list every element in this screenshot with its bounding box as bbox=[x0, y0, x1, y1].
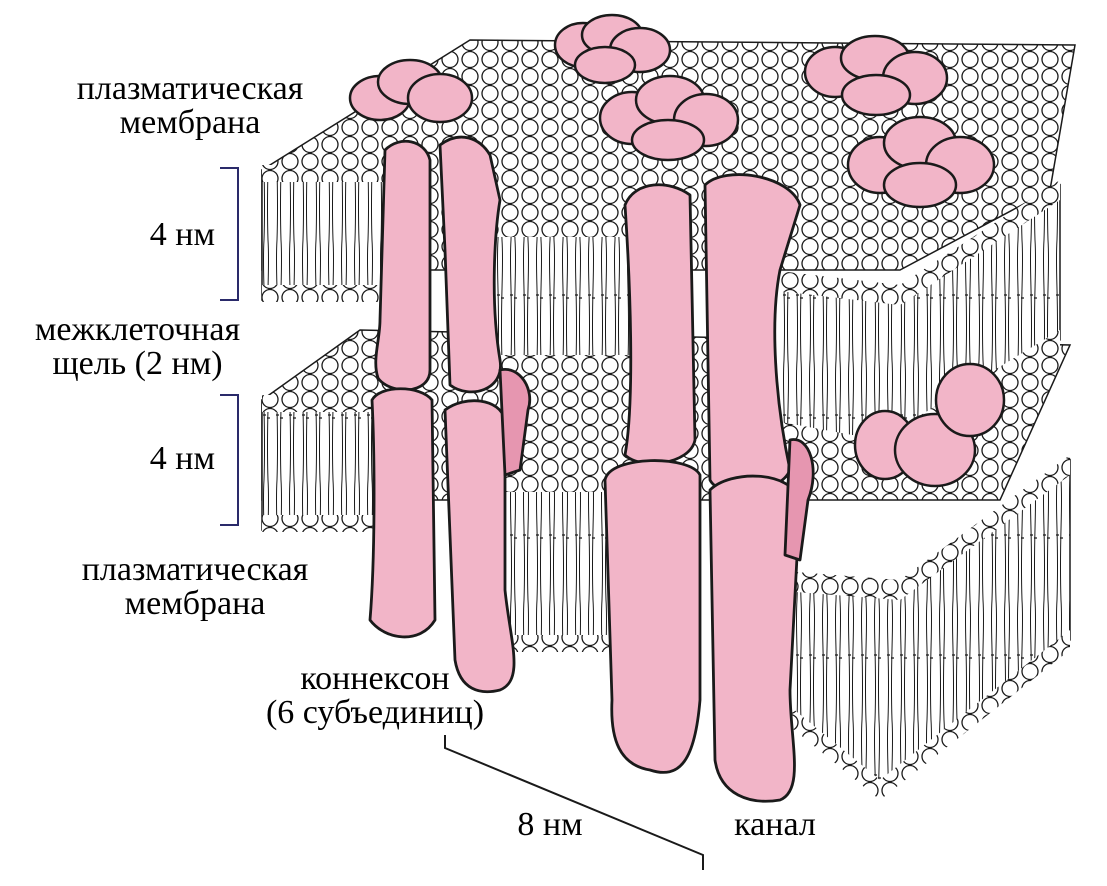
connexon-rosette-3 bbox=[598, 74, 740, 162]
label-membrane-top-line1: плазматическая bbox=[76, 70, 304, 107]
label-gap-line2: щель (2 нм) bbox=[52, 345, 223, 382]
label-connexon-line1: коннексон bbox=[300, 660, 450, 697]
connexon-right-lower-subunit-b bbox=[708, 474, 802, 803]
connexon-left bbox=[368, 135, 531, 694]
label-channel: канал bbox=[734, 806, 816, 843]
connexon-right-lower-subunit-a bbox=[603, 459, 702, 774]
connexon-rosette-5 bbox=[846, 115, 996, 209]
surface-connexons bbox=[348, 13, 1006, 488]
top-middle-head-row-bottom bbox=[490, 355, 630, 372]
bottom-middle-head-row-bottom bbox=[490, 635, 630, 652]
bottom-membrane-left-front bbox=[261, 399, 393, 531]
connexon-left-lower-subunit-a bbox=[368, 387, 437, 639]
label-connexon-line2: (6 субъединиц) bbox=[265, 694, 485, 731]
top-membrane-middle-front bbox=[489, 224, 631, 371]
thickness-bracket-top bbox=[220, 167, 239, 301]
top-membrane-left-front bbox=[261, 169, 393, 301]
connexon-rosette-6 bbox=[853, 362, 1006, 488]
connexon-right bbox=[603, 173, 815, 803]
label-membrane-top: плазматическая мембрана bbox=[40, 72, 340, 140]
label-membrane-bottom-line1: плазматическая bbox=[81, 551, 309, 588]
label-membrane-top-line2: мембрана bbox=[119, 104, 261, 141]
top-left-head-row-top bbox=[262, 165, 392, 182]
bottom-left-head-row-top bbox=[262, 395, 392, 412]
connexon-left-back-subunit bbox=[498, 368, 531, 477]
connexon-rosette-4 bbox=[803, 34, 949, 117]
bottom-right-head-row-low bbox=[770, 630, 1070, 800]
label-gap-line1: межклеточная bbox=[34, 311, 241, 348]
thickness-bracket-bottom bbox=[220, 394, 239, 526]
label-intercellular-gap: межклеточная щель (2 нм) bbox=[0, 313, 275, 381]
scale-bar-8nm bbox=[444, 735, 704, 870]
connexon-rosette-2 bbox=[553, 13, 672, 85]
label-membrane-bottom: плазматическая мембрана bbox=[45, 553, 345, 621]
bottom-left-head-row-bottom bbox=[262, 515, 392, 532]
top-left-head-row-bottom bbox=[262, 285, 392, 302]
label-membrane-bottom-line2: мембрана bbox=[124, 585, 266, 622]
label-connexon: коннексон (6 субъединиц) bbox=[225, 662, 525, 730]
top-right-head-row bbox=[770, 180, 1060, 305]
bottom-right-head-row bbox=[770, 455, 1070, 600]
bottom-middle-head-row-top bbox=[490, 475, 630, 492]
connexon-left-upper-subunit-b bbox=[438, 135, 502, 394]
label-thickness-bottom: 4 нм bbox=[149, 440, 215, 477]
connexon-right-upper-subunit-a bbox=[623, 183, 697, 465]
connexon-right-back-subunit bbox=[783, 438, 815, 562]
top-middle-head-row-top bbox=[490, 220, 630, 237]
connexon-left-upper-subunit-a bbox=[374, 140, 432, 392]
connexon-rosette-1 bbox=[348, 58, 474, 124]
label-thickness-top: 4 нм bbox=[149, 216, 215, 253]
label-8nm: 8 нм bbox=[517, 806, 583, 843]
connexon-left-lower-subunit-b bbox=[443, 399, 516, 694]
